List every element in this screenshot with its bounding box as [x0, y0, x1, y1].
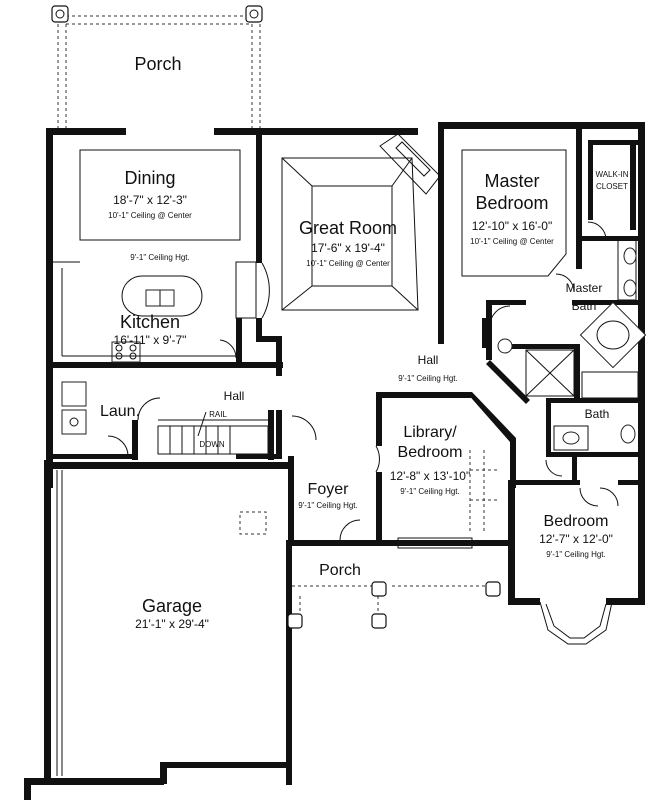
garage-label: Garage [142, 596, 202, 616]
bath-label: Bath [585, 407, 610, 421]
dining-dims: 18'-7" x 12'-3" [113, 193, 187, 207]
porch-post [485, 581, 501, 597]
great-room-dims: 17'-6" x 19'-4" [311, 241, 385, 255]
kitchen-dims: 16'-11" x 9'-7" [114, 333, 187, 347]
master-bath-fixtures [497, 239, 647, 399]
porch-top-label: Porch [134, 54, 181, 74]
toilet [497, 338, 513, 354]
sink [562, 431, 580, 445]
great-room-label: Great Room [299, 218, 397, 238]
master-bedroom-label-2: Bedroom [475, 193, 548, 213]
library-closet [469, 450, 498, 532]
dining-ceiling: 10'-1" Ceiling @ Center [108, 211, 192, 220]
dryer [61, 409, 87, 435]
porch-post [245, 5, 263, 23]
foyer-ceiling: 9'-1" Ceiling Hgt. [298, 501, 358, 510]
washer [61, 381, 87, 407]
walk-in-closet-label-2: CLOSET [596, 182, 628, 191]
hall-center-ceiling: 9'-1" Ceiling Hgt. [398, 374, 458, 383]
kitchen-label: Kitchen [120, 312, 180, 332]
hall-left-label: Hall [224, 389, 245, 403]
doors [107, 221, 619, 541]
porch-front-label: Porch [319, 562, 361, 579]
porch-post [287, 613, 303, 629]
hall-center-label: Hall [418, 353, 439, 367]
corner-tub [579, 301, 647, 369]
bedroom-ceiling: 9'-1" Ceiling Hgt. [546, 550, 606, 559]
foyer-label: Foyer [308, 481, 350, 498]
bedroom-label: Bedroom [544, 513, 609, 530]
kitchen-fixtures [53, 261, 257, 363]
bay-window [539, 601, 613, 645]
garage-dims: 21'-1" x 29'-4" [135, 617, 209, 631]
master-bedroom-dims: 12'-10" x 16'-0" [472, 219, 552, 233]
laundry-label: Laun. [100, 403, 140, 420]
walk-in-closet-label-1: WALK-IN [595, 170, 628, 179]
sink [623, 279, 637, 297]
porch-post [51, 5, 69, 23]
master-bedroom-ceiling: 10'-1" Ceiling @ Center [470, 237, 554, 246]
rear-porch [51, 5, 263, 128]
room-labels: Porch Dining 18'-7" x 12'-3" 10'-1" Ceil… [100, 54, 629, 631]
library-ceiling: 9'-1" Ceiling Hgt. [400, 487, 460, 496]
dining-label: Dining [124, 168, 175, 188]
toilet [620, 424, 636, 444]
library-label-2: Bedroom [398, 444, 463, 461]
master-bath-label-1: Master [566, 281, 603, 295]
library-dims: 12'-8" x 13'-10" [390, 469, 470, 483]
kitchen-ceiling: 9'-1" Ceiling Hgt. [130, 253, 190, 262]
range [111, 341, 141, 363]
down-label: DOWN [199, 440, 225, 449]
master-bedroom-label-1: Master [484, 171, 539, 191]
tray-ceilings [79, 149, 567, 311]
bedroom-dims: 12'-7" x 12'-0" [539, 532, 613, 546]
stairs [157, 411, 269, 455]
garage-door [56, 470, 267, 776]
porch-post [371, 613, 387, 629]
porch-post [371, 581, 387, 597]
sink [623, 247, 637, 265]
exterior-walls [24, 122, 645, 800]
rail-label: RAIL [209, 410, 227, 419]
laundry-fixtures [61, 381, 87, 435]
fireplace [379, 133, 441, 195]
master-bath-label-2: Bath [572, 299, 597, 313]
great-room-ceiling: 10'-1" Ceiling @ Center [306, 259, 390, 268]
hall-bath-fixtures [553, 424, 636, 451]
interior-walls [53, 122, 640, 544]
front-porch [287, 537, 501, 629]
library-label-1: Library/ [403, 424, 457, 441]
